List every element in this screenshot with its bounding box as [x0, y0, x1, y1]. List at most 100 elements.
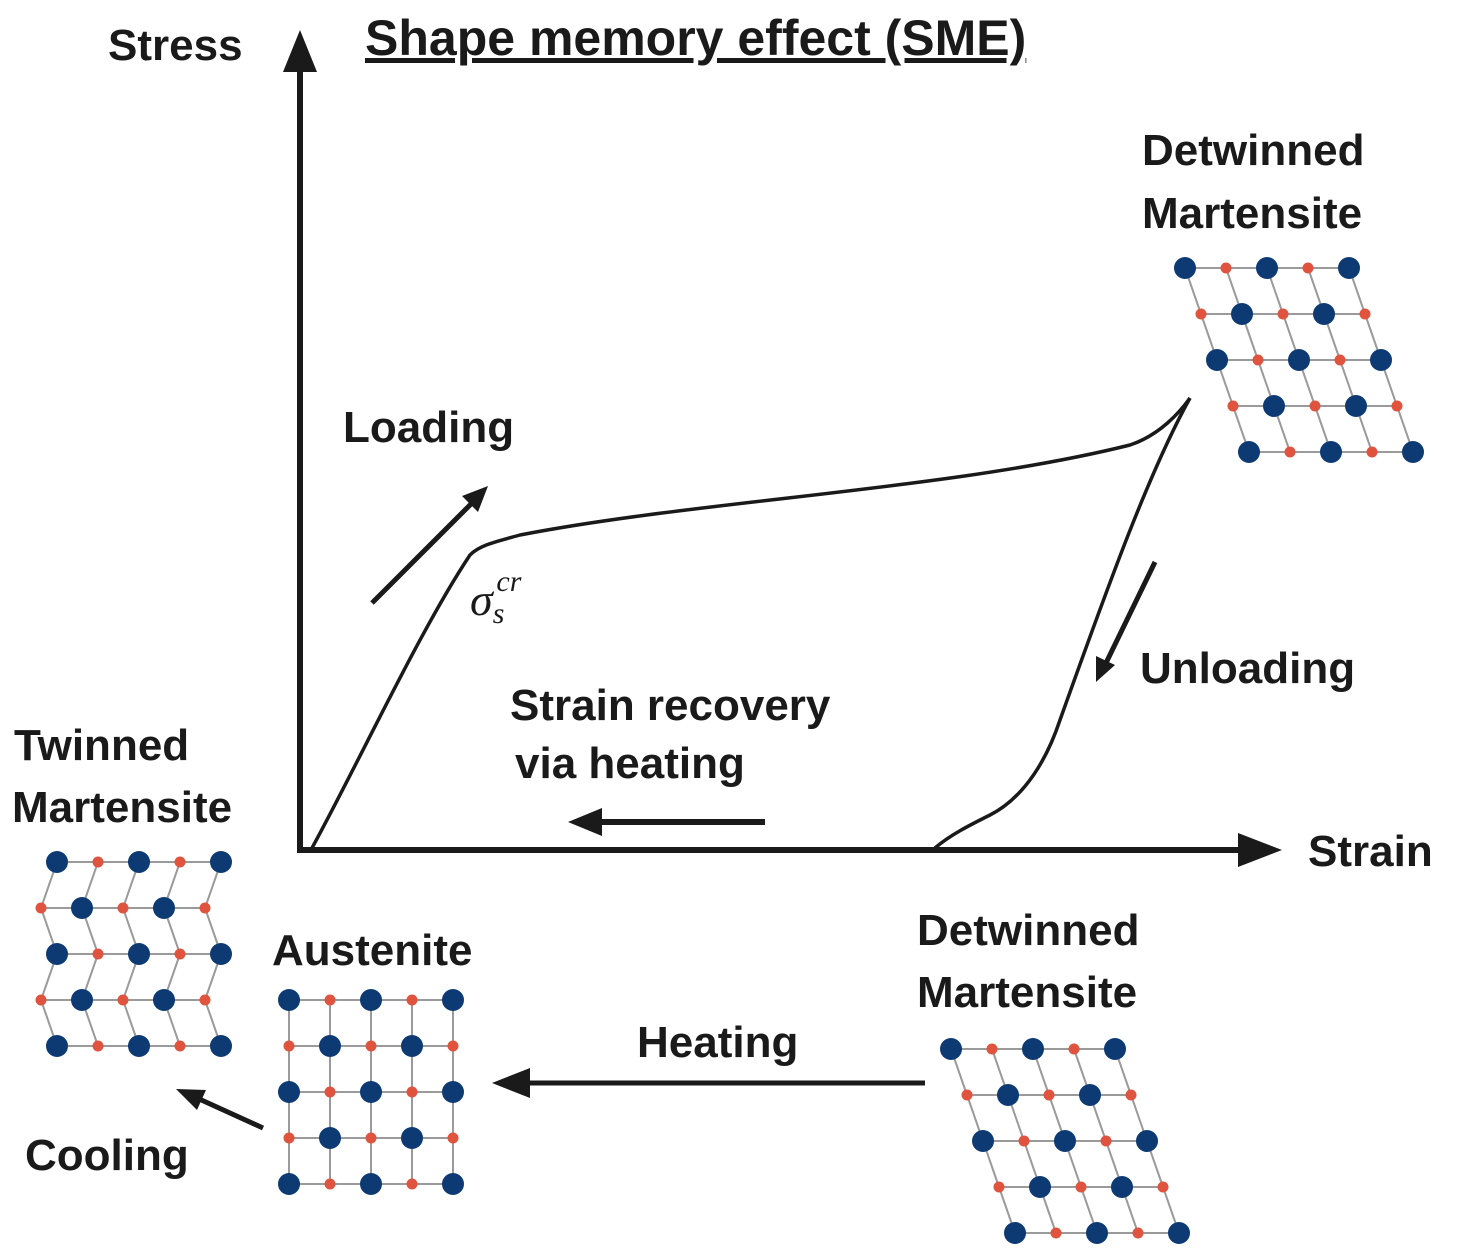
detwinned-martensite-lattice-top	[1174, 257, 1424, 463]
large-atom	[1029, 1176, 1051, 1198]
small-atom	[1366, 446, 1378, 458]
large-atom	[153, 989, 175, 1011]
large-atom	[1054, 1130, 1076, 1152]
small-atom	[1050, 1227, 1062, 1239]
large-atom	[1168, 1222, 1190, 1244]
small-atom	[447, 1040, 459, 1052]
critical-stress-label: σscr	[470, 565, 522, 630]
large-atom	[1136, 1130, 1158, 1152]
large-atom	[46, 1035, 68, 1057]
small-atom	[1284, 446, 1296, 458]
large-atom	[997, 1084, 1019, 1106]
cooling-arrow-head	[176, 1089, 206, 1110]
small-atom	[174, 948, 186, 960]
large-atom	[210, 943, 232, 965]
large-atom	[1320, 441, 1342, 463]
small-atom	[406, 994, 418, 1006]
detwinned-bottom-label-line1: Detwinned	[917, 906, 1139, 955]
large-atom	[360, 1173, 382, 1195]
large-atom	[1256, 257, 1278, 279]
detwinned-top-label-line2: Martensite	[1142, 189, 1362, 238]
large-atom	[46, 943, 68, 965]
large-atom	[1263, 395, 1285, 417]
large-atom	[1345, 395, 1367, 417]
small-atom	[1309, 400, 1321, 412]
small-atom	[92, 856, 104, 868]
unloading-arrow-shaft	[1103, 560, 1158, 665]
twinned-label-line2: Martensite	[12, 783, 232, 832]
strain-recovery-arrow-head	[568, 808, 602, 836]
y-axis-label: Stress	[108, 21, 243, 70]
small-atom	[365, 1040, 377, 1052]
strain-recovery-label-line1: Strain recovery	[510, 681, 831, 730]
unloading-label: Unloading	[1140, 644, 1355, 693]
small-atom	[199, 994, 211, 1006]
detwinned-bottom-label-line2: Martensite	[917, 968, 1137, 1017]
x-axis-label: Strain	[1308, 827, 1433, 876]
small-atom	[961, 1089, 973, 1101]
small-atom	[1359, 308, 1371, 320]
large-atom	[278, 1081, 300, 1103]
small-atom	[199, 902, 211, 914]
large-atom	[972, 1130, 994, 1152]
loading-curve	[310, 396, 1192, 849]
large-atom	[401, 1035, 423, 1057]
small-atom	[174, 856, 186, 868]
small-atom	[283, 1040, 295, 1052]
large-atom	[940, 1038, 962, 1060]
large-atom	[1086, 1222, 1108, 1244]
small-atom	[993, 1181, 1005, 1193]
small-atom	[1125, 1089, 1137, 1101]
small-atom	[324, 994, 336, 1006]
twinned-martensite-lattice	[35, 851, 232, 1057]
large-atom	[1313, 303, 1335, 325]
large-atom	[46, 851, 68, 873]
small-atom	[324, 1178, 336, 1190]
small-atom	[1220, 262, 1232, 274]
large-atom	[278, 1173, 300, 1195]
twinned-label-line1: Twinned	[14, 721, 189, 770]
small-atom	[35, 902, 47, 914]
small-atom	[283, 1132, 295, 1144]
large-atom	[442, 989, 464, 1011]
large-atom	[1338, 257, 1360, 279]
large-atom	[360, 1081, 382, 1103]
stress-axis-arrowhead	[283, 30, 317, 72]
large-atom	[319, 1035, 341, 1057]
small-atom	[117, 902, 129, 914]
large-atom	[1111, 1176, 1133, 1198]
small-atom	[365, 1132, 377, 1144]
small-atom	[174, 1040, 186, 1052]
small-atom	[1302, 262, 1314, 274]
large-atom	[278, 989, 300, 1011]
large-atom	[401, 1127, 423, 1149]
large-atom	[1288, 349, 1310, 371]
strain-recovery-label-line2: via heating	[515, 739, 745, 788]
small-atom	[1043, 1089, 1055, 1101]
large-atom	[442, 1173, 464, 1195]
unloading-arrow-head	[1096, 656, 1115, 682]
large-atom	[71, 989, 93, 1011]
small-atom	[1227, 400, 1239, 412]
small-atom	[92, 948, 104, 960]
detwinned-martensite-lattice-bottom	[940, 1038, 1190, 1244]
large-atom	[360, 989, 382, 1011]
detwinned-top-label-line1: Detwinned	[1142, 126, 1364, 175]
cooling-label: Cooling	[25, 1131, 189, 1180]
small-atom	[1075, 1181, 1087, 1193]
small-atom	[447, 1132, 459, 1144]
large-atom	[128, 1035, 150, 1057]
large-atom	[1231, 303, 1253, 325]
large-atom	[442, 1081, 464, 1103]
small-atom	[1252, 354, 1264, 366]
large-atom	[1022, 1038, 1044, 1060]
small-atom	[117, 994, 129, 1006]
small-atom	[1391, 400, 1403, 412]
small-atom	[1132, 1227, 1144, 1239]
large-atom	[1104, 1038, 1126, 1060]
large-atom	[128, 851, 150, 873]
large-atom	[153, 897, 175, 919]
small-atom	[986, 1043, 998, 1055]
loading-arrow-head	[462, 486, 488, 512]
